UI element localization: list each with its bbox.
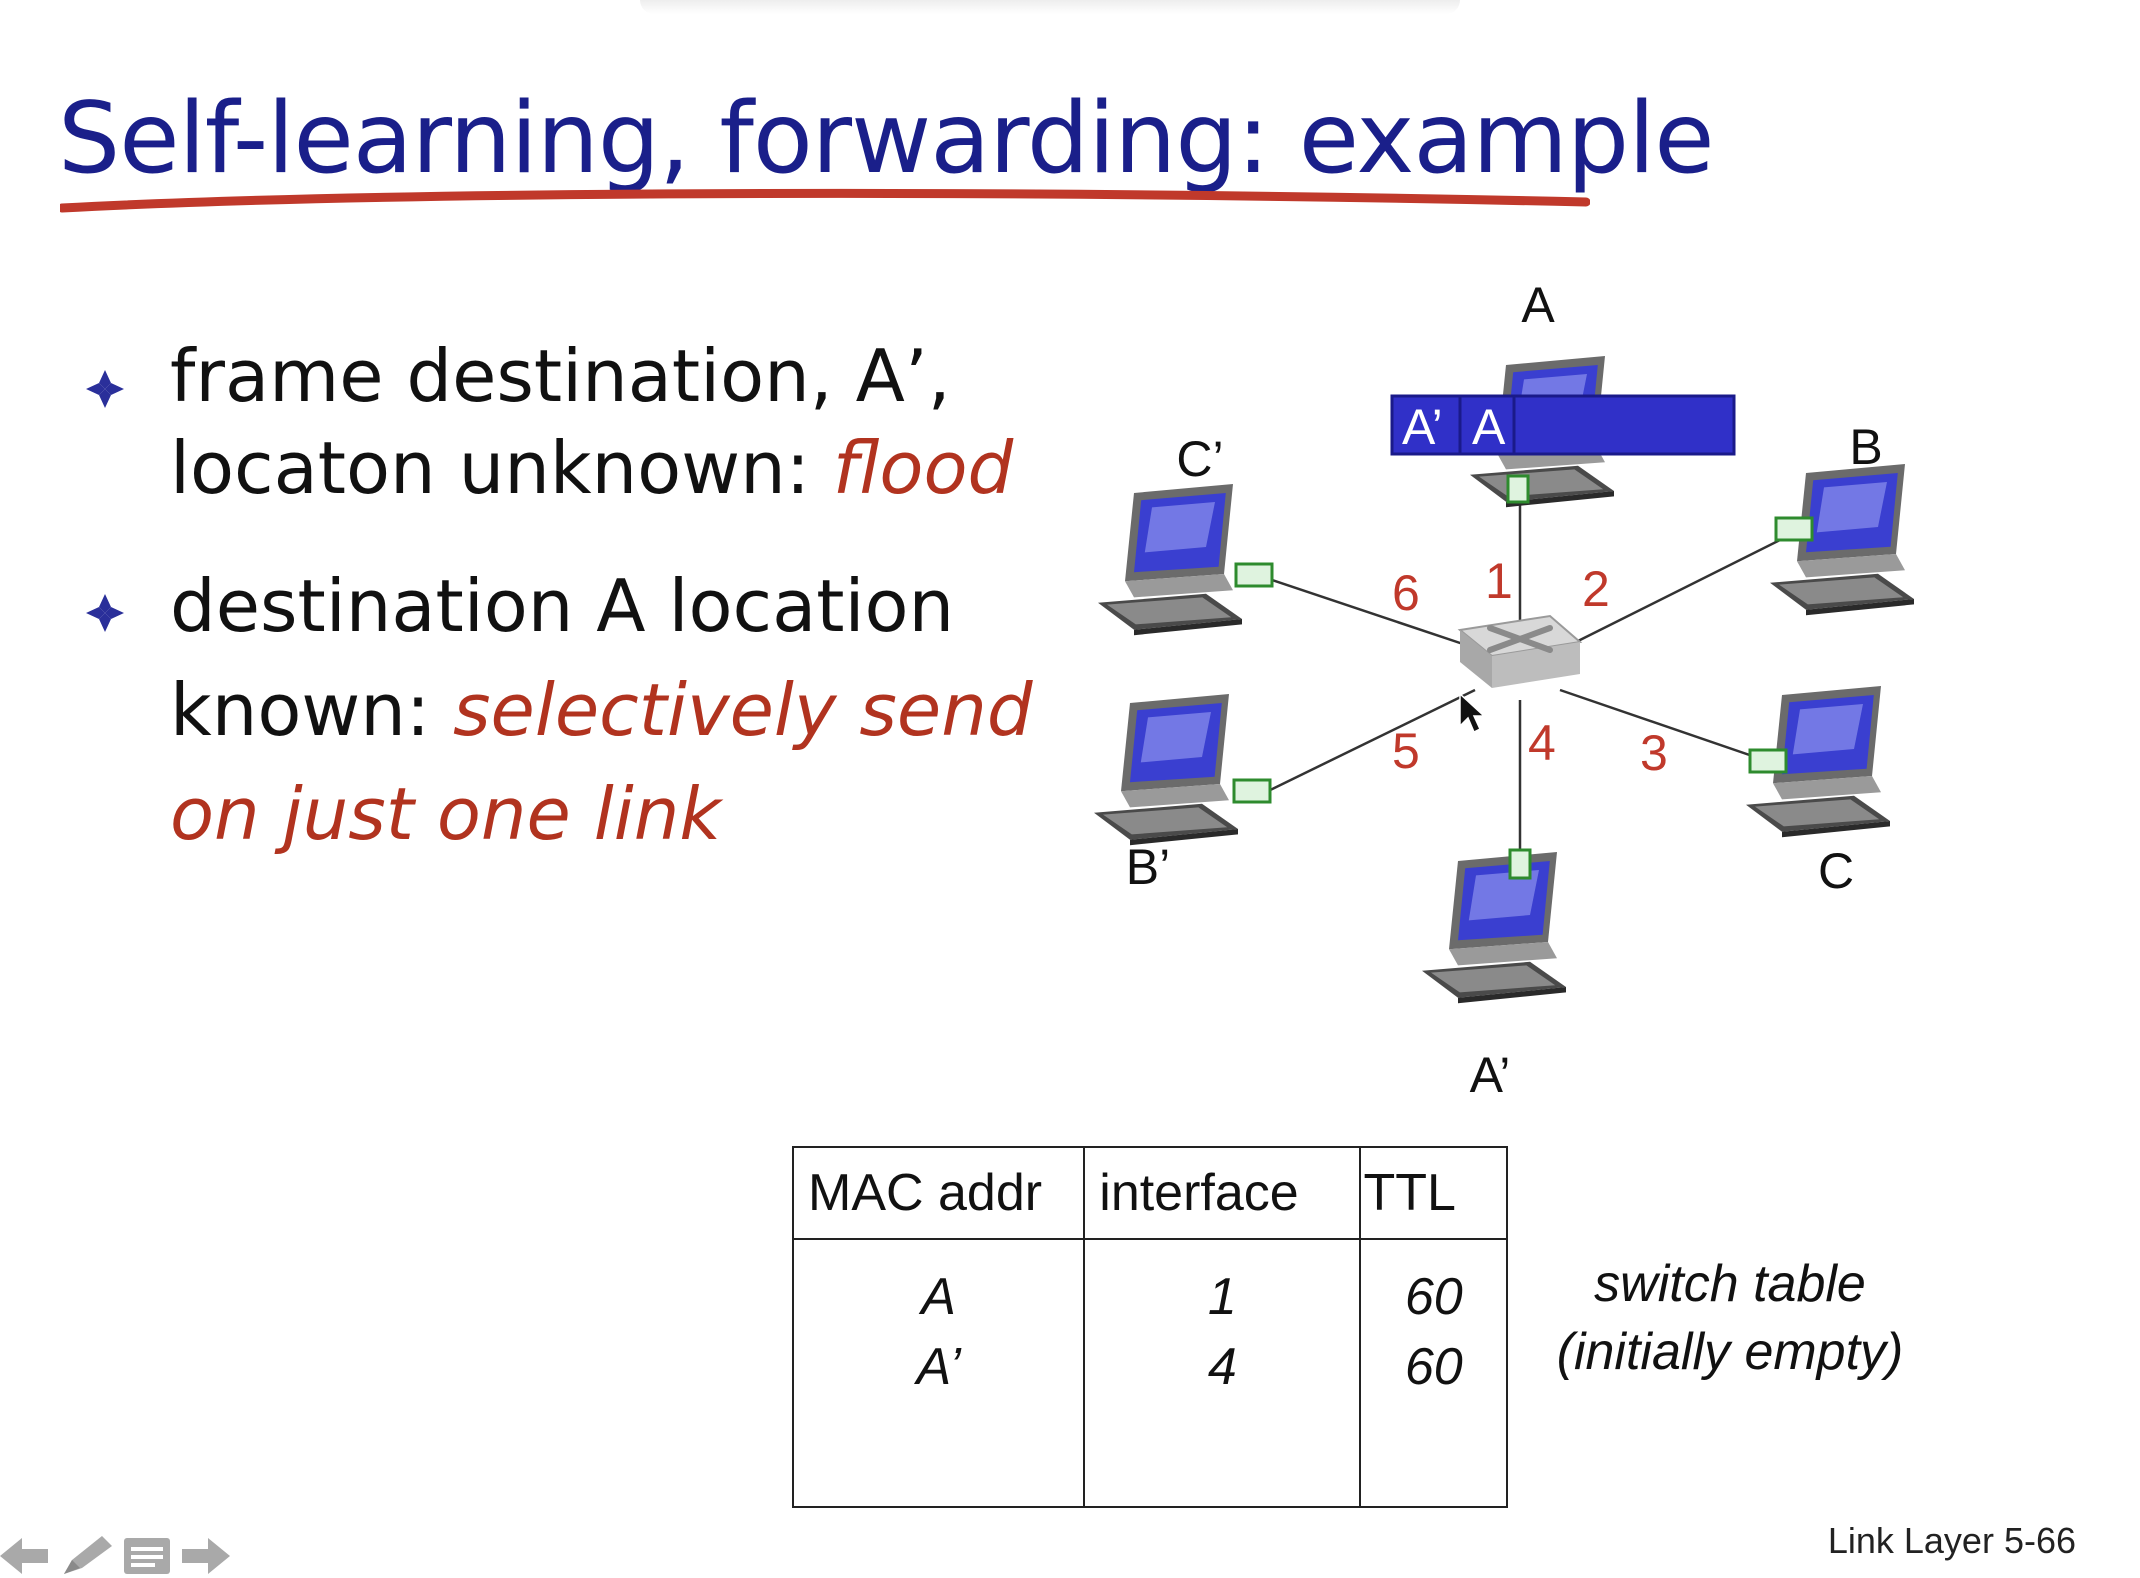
table-cell: A <box>921 1268 956 1326</box>
bullet-line: destination A location <box>170 564 955 648</box>
bullet-line: frame destination, A’, <box>170 334 951 418</box>
table-caption: switch table (initially empty) <box>1540 1250 1920 1386</box>
bullet-selective: destination A location known: selectivel… <box>80 554 1033 866</box>
bullet-line: known: selectively send <box>170 658 1033 762</box>
host-B-prime: B’ <box>1094 694 1272 895</box>
slide-nav-controls <box>0 1535 230 1578</box>
caption-line: (initially empty) <box>1556 1323 1904 1381</box>
network-diagram: A B C A’ B’ C’ 1 2 3 4 <box>1094 277 1914 1103</box>
port-number: 5 <box>1392 723 1420 779</box>
switch-table: MAC addr interface TTL A A’ 1 4 60 60 <box>791 1146 1508 1508</box>
port-number: 1 <box>1485 553 1513 609</box>
title-underline <box>60 188 1590 213</box>
host-A: A <box>1470 277 1614 508</box>
column-header: MAC addr <box>791 1146 1086 1240</box>
host-label: A <box>1521 277 1555 333</box>
nic-icon <box>1508 848 1532 880</box>
top-shadow <box>640 0 1460 14</box>
bullet-text: locaton unknown: <box>170 426 833 510</box>
table-cell: 1 <box>1207 1268 1237 1326</box>
nic-icon <box>1232 778 1272 804</box>
emphasis-text: on just one link <box>170 772 722 856</box>
back-arrow-icon[interactable] <box>0 1536 50 1578</box>
bullet-text: known: <box>170 668 454 752</box>
table-cell: 60 <box>1404 1268 1463 1326</box>
mac-column-cell: A A’ <box>791 1238 1086 1508</box>
port-number: 4 <box>1528 715 1556 771</box>
interface-column-cell: 1 4 <box>1083 1238 1362 1508</box>
table-body-row: A A’ 1 4 60 60 <box>791 1238 1508 1508</box>
notes-icon[interactable] <box>122 1536 172 1578</box>
bullet-line: locaton unknown: flood <box>170 422 1013 514</box>
frame-src: A <box>1472 399 1506 455</box>
frame-dest: A’ <box>1402 399 1443 455</box>
port-numbers: 1 2 3 4 5 6 <box>1392 553 1668 781</box>
table-cell: 4 <box>1207 1338 1237 1396</box>
table-cell: 60 <box>1404 1338 1463 1396</box>
mouse-cursor-icon <box>1459 692 1486 734</box>
pen-icon[interactable] <box>58 1535 114 1578</box>
forward-arrow-icon[interactable] <box>180 1536 230 1578</box>
frame-box: A’ A <box>1390 394 1736 456</box>
column-header: TTL <box>1359 1146 1508 1240</box>
diamond-bullet-icon <box>86 370 124 408</box>
ttl-column-cell: 60 60 <box>1359 1238 1508 1508</box>
host-label: C’ <box>1176 431 1223 487</box>
bullet-flood: frame destination, A’, locaton unknown: … <box>80 330 1013 514</box>
host-C: C <box>1746 686 1890 899</box>
port-number: 6 <box>1392 565 1420 621</box>
caption-line: switch table <box>1594 1255 1866 1313</box>
switch-icon <box>1457 614 1583 688</box>
host-label: B’ <box>1126 839 1170 895</box>
host-label: A’ <box>1470 1047 1511 1103</box>
port-number: 2 <box>1582 561 1610 617</box>
links <box>1259 490 1801 868</box>
emphasis-text: selectively send <box>453 668 1033 752</box>
column-header: interface <box>1083 1146 1362 1240</box>
host-A-prime: A’ <box>1422 848 1566 1103</box>
nic-icon <box>1748 748 1788 774</box>
nic-icon <box>1774 516 1814 542</box>
slide-title: Self-learning, forwarding: example <box>58 82 1715 196</box>
host-label: B <box>1849 419 1882 475</box>
port-number: 3 <box>1640 725 1668 781</box>
nic-icon <box>1234 562 1274 588</box>
host-label: C <box>1818 843 1854 899</box>
bullet-list: frame destination, A’, locaton unknown: … <box>80 330 1033 866</box>
diamond-bullet-icon <box>86 594 124 632</box>
table-cell: A’ <box>916 1338 961 1396</box>
slide-footer: Link Layer 5-66 <box>1827 1520 2076 1561</box>
host-B: B <box>1770 419 1914 616</box>
host-C-prime: C’ <box>1098 431 1274 636</box>
emphasis-text: flood <box>832 426 1014 510</box>
nic-icon <box>1506 474 1530 504</box>
